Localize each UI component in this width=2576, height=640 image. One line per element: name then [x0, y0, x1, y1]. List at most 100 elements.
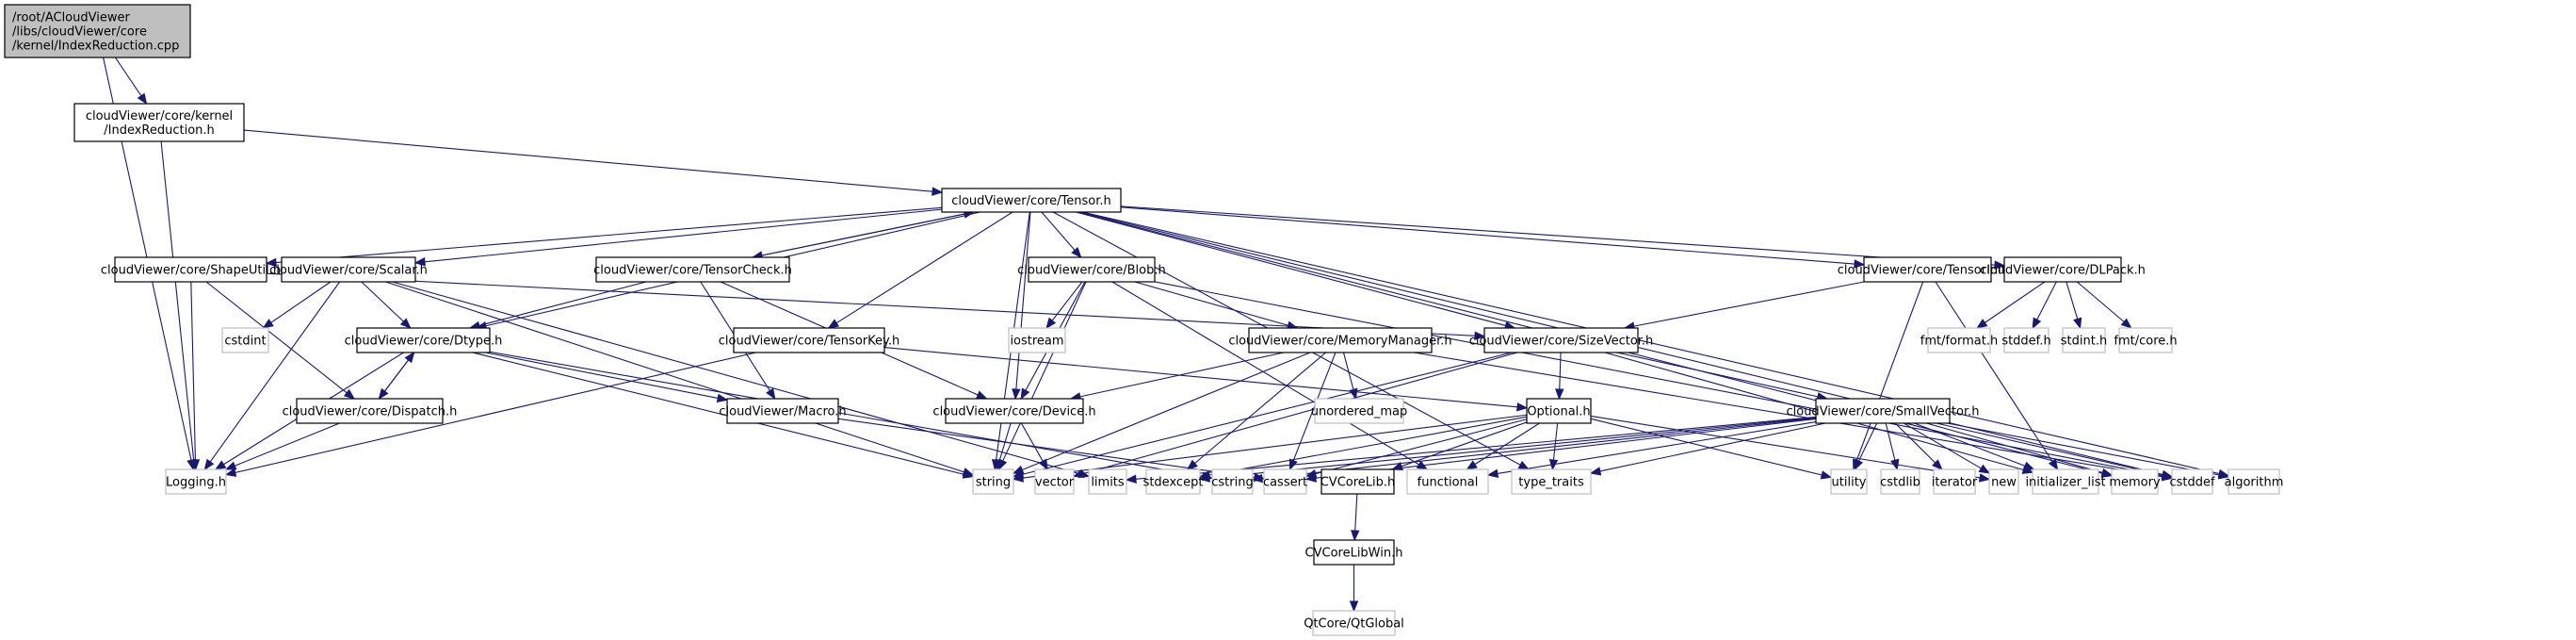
edge-tensor-to-tensorkey — [827, 211, 1013, 329]
edge-tensorinit-to-sizevector — [1623, 281, 1865, 331]
edge-scalar-to-cstdint — [262, 281, 332, 329]
node-stdint: stdint.h — [2061, 327, 2107, 353]
node-label: cloudViewer/core/Dispatch.h — [283, 405, 458, 419]
node-tensorkey[interactable]: cloudViewer/core/TensorKey.h — [719, 327, 899, 353]
edge-blob-to-cstddef — [1154, 281, 2174, 481]
node-box — [726, 398, 839, 424]
node-tensorcheck[interactable]: cloudViewer/core/TensorCheck.h — [593, 256, 792, 283]
node-cstring: cstring — [1211, 468, 1254, 495]
node-label: stdint.h — [2061, 335, 2107, 349]
node-blob[interactable]: cloudViewer/core/Blob.h — [1017, 256, 1166, 283]
node-box — [595, 256, 790, 283]
arrowhead-icon — [932, 187, 944, 196]
node-box — [1483, 327, 1639, 353]
edge-smallvector-to-algorithm — [1947, 422, 2230, 480]
node-tensor[interactable]: cloudViewer/core/Tensor.h — [941, 188, 1122, 213]
node-tensorinit[interactable]: cloudViewer/core/TensorInit.h — [1838, 256, 2018, 283]
node-shapeutil[interactable]: cloudViewer/core/ShapeUtil.h — [101, 256, 281, 283]
edge-line — [1022, 352, 1513, 475]
node-iostream: iostream — [1008, 327, 1066, 353]
node-cvcorelib[interactable]: CVCoreLib.h — [1320, 468, 1396, 495]
edge-line — [1022, 352, 1311, 470]
node-box — [1314, 398, 1404, 424]
edge-line — [883, 346, 1518, 408]
edge-line — [1076, 211, 1506, 326]
arrowhead-icon — [2073, 317, 2082, 330]
node-label: /IndexReduction.h — [104, 123, 215, 138]
edge-line — [160, 140, 195, 461]
node-box — [2111, 468, 2159, 495]
node-idxred[interactable]: cloudViewer/core/kernel/IndexReduction.h — [73, 103, 245, 142]
edge-line — [2066, 281, 2079, 320]
node-scalar[interactable]: cloudViewer/core/Scalar.h — [269, 256, 428, 283]
node-label: cstring — [1211, 476, 1253, 490]
edge-line — [1633, 281, 1865, 327]
node-box — [1008, 327, 1066, 353]
node-label: vector — [1035, 476, 1075, 490]
edge-blob-to-functional — [1111, 281, 1429, 470]
node-label: limits — [1091, 476, 1125, 490]
node-box — [972, 468, 1014, 495]
arrowhead-icon — [1516, 402, 1529, 412]
node-label: fmt/core.h — [2114, 335, 2177, 349]
node-optional[interactable]: Optional.h — [1526, 398, 1592, 424]
edge-line — [1111, 281, 1419, 466]
node-box — [1313, 539, 1395, 566]
node-fmtformat: fmt/format.h — [1920, 327, 1998, 353]
node-label: cloudViewer/core/Device.h — [932, 405, 1095, 419]
node-label: memory — [2109, 476, 2161, 490]
edge-sizevector-to-optional — [1555, 352, 1564, 401]
edge-smallvector-to-memory — [1926, 422, 2114, 477]
node-smallvector[interactable]: cloudViewer/core/SmallVector.h — [1786, 398, 1980, 424]
node-logging: Logging.h — [165, 468, 227, 495]
arrowhead-icon — [262, 319, 274, 329]
arrowhead-icon — [962, 469, 975, 479]
edge-line — [1894, 422, 1936, 464]
node-label: cloudViewer/core/SizeVector.h — [1469, 335, 1654, 349]
node-label: CVCoreLibWin.h — [1305, 547, 1403, 561]
edge-line — [1616, 352, 1819, 398]
edge-line — [243, 129, 933, 192]
node-box — [2062, 327, 2106, 353]
node-cvcorelibwin[interactable]: CVCoreLibWin.h — [1305, 539, 1403, 566]
edge-line — [1935, 281, 2053, 462]
node-label: cloudViewer/core/Scalar.h — [269, 264, 428, 278]
node-memmgr[interactable]: cloudViewer/core/MemoryManager.h — [1228, 327, 1452, 353]
edge-smallvector-to-type-traits — [1589, 422, 1826, 476]
edge-line — [392, 281, 1080, 475]
node-dtype[interactable]: cloudViewer/core/Dtype.h — [345, 327, 503, 353]
edge-line — [472, 352, 964, 475]
node-sizevector[interactable]: cloudViewer/core/SizeVector.h — [1469, 327, 1654, 353]
node-dlpack[interactable]: cloudViewer/core/DLPack.h — [1980, 256, 2146, 283]
node-box — [1880, 468, 1920, 495]
node-label: cloudViewer/core/DLPack.h — [1980, 264, 2146, 278]
edge-smallvector-to-new — [1903, 422, 1991, 474]
edge-line — [1041, 211, 1076, 251]
arrowhead-icon — [265, 257, 277, 268]
edge-line — [489, 351, 1204, 478]
node-box — [1145, 468, 1201, 495]
edge-line — [1120, 206, 1855, 265]
node-label: CVCoreLib.h — [1320, 476, 1396, 490]
arrowhead-icon — [1932, 459, 1943, 470]
node-macro[interactable]: cloudViewer/Macro.h — [719, 398, 847, 424]
node-utility: utility — [1830, 468, 1868, 495]
edge-tensor-to-shapeutil — [265, 206, 943, 268]
arrowhead-icon — [203, 458, 215, 471]
node-label: QtCore/QtGlobal — [1304, 617, 1404, 632]
arrowhead-icon — [1349, 600, 1359, 613]
edge-line — [1354, 493, 1358, 532]
node-box — [1312, 610, 1396, 636]
node-device[interactable]: cloudViewer/core/Device.h — [932, 398, 1096, 424]
node-dispatch[interactable]: cloudViewer/core/Dispatch.h — [283, 398, 458, 424]
node-label: functional — [1418, 476, 1479, 490]
edge-line — [1315, 418, 1528, 475]
edge-line — [2076, 281, 2125, 322]
arrowhead-icon — [1304, 473, 1317, 483]
node-box — [1863, 256, 1992, 283]
node-box — [1211, 468, 1254, 495]
edge-line — [209, 281, 341, 463]
arrowhead-icon — [404, 351, 415, 364]
node-cpp[interactable]: /root/ACloudViewer/libs/cloudViewer/core… — [4, 4, 191, 58]
